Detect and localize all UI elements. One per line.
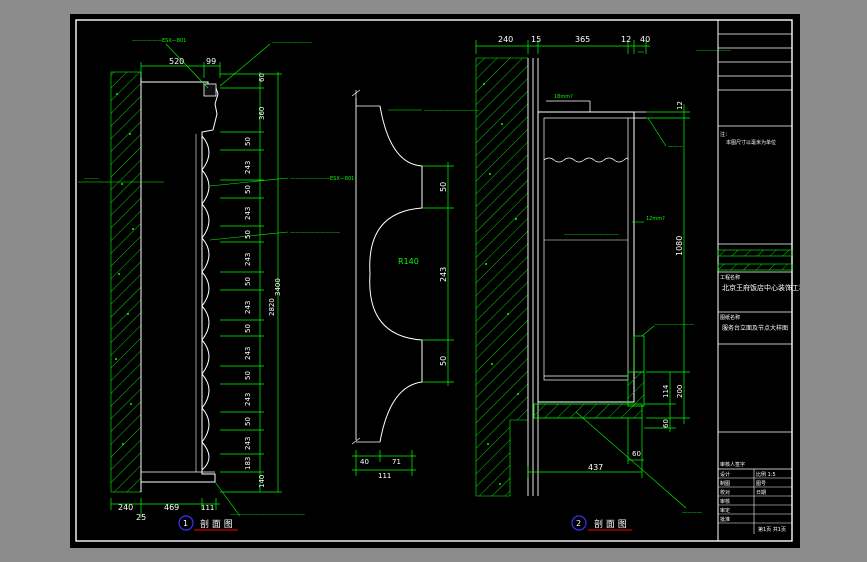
profile-dim-71: 71 — [392, 458, 401, 466]
view1-dim-99: 99 — [206, 57, 216, 66]
view1-number: 1 — [183, 519, 188, 528]
view1-section: ——————ESX—801 ———————— ——— ————————ESX—8… — [78, 38, 354, 531]
tb-drawing-name: 服务台立面及节点大样图 — [722, 324, 788, 332]
view2-section: 18mm? ——— ——————————— 12mm? ———————— ———… — [475, 35, 731, 531]
view1-dim-243-f: 243 — [244, 393, 252, 406]
view2-dim-40: 40 — [640, 35, 650, 44]
view2-dim-15: 15 — [531, 35, 541, 44]
view1-dim-25: 25 — [136, 513, 146, 522]
view2-callout-3: ——————————— — [564, 232, 619, 238]
profile-radius: R140 — [398, 257, 419, 266]
view2-number-circle — [571, 515, 587, 531]
tb-row-left: 审定 — [720, 507, 730, 514]
profile-callout: ——————————— — [424, 108, 479, 114]
tb-page: 第1页 共1页 — [758, 526, 786, 533]
view2-dim-240: 240 — [498, 35, 513, 44]
view1-wall — [110, 71, 142, 493]
view2-dim-437: 437 — [588, 463, 603, 472]
profile-dim-50b: 50 — [439, 356, 448, 366]
tb-green-band-2 — [717, 263, 793, 271]
view1-dim-50-g: 50 — [244, 417, 252, 426]
tb-row-left: 校对 — [720, 489, 730, 496]
tb-row-left: 审核 — [720, 498, 730, 505]
profile-curve — [369, 105, 423, 443]
profile-detail: ——————————— R140 50 243 50 40 71 111 — [351, 89, 479, 480]
view1-dim-243-g: 243 — [244, 437, 252, 450]
view2-callout-6: ———— — [682, 510, 702, 516]
view1-dim-60: 60 — [258, 73, 266, 82]
view1-callout-mid2: —————————— — [290, 230, 340, 236]
view1-callout-top1: ——————ESX—801 — [132, 38, 186, 44]
tb-project-name: 北京王府饭店中心装饰工程 — [722, 283, 800, 292]
view1-number-circle — [178, 515, 194, 531]
view1-dim-3400: 3400 — [274, 278, 282, 296]
drawing-sheet: ——————ESX—801 ———————— ——— ————————ESX—8… — [70, 14, 800, 548]
view2-cabinet — [537, 111, 635, 403]
view1-dim-2820: 2820 — [268, 298, 276, 316]
view1-dim-50-b: 50 — [244, 185, 252, 194]
view1-callout-mid1: ————————ESX—801 — [290, 176, 354, 182]
tb-row-right: 比例 1:5 — [756, 471, 776, 478]
view1-dim-469: 469 — [164, 503, 179, 512]
drawing-frame — [75, 19, 793, 542]
view2-dim-200: 200 — [676, 385, 684, 398]
view1-dim-183: 183 — [244, 457, 252, 470]
view2-dim-114: 114 — [662, 384, 670, 398]
title-block: 注： 本图尺寸以毫米为单位 工程名称 北京王府饭店中心装饰工程 图纸名称 服务台… — [717, 20, 800, 541]
tb-drawing-label: 图纸名称 — [720, 314, 740, 321]
view1-dim-240: 240 — [118, 503, 133, 512]
tb-row-left: 批准 — [720, 516, 730, 523]
tb-row-right: 日期 — [756, 490, 766, 496]
tb-project-label: 工程名称 — [720, 274, 740, 281]
view2-callout-7: ——————— — [696, 48, 731, 54]
profile-dim-111: 111 — [378, 472, 391, 480]
view2-dim-1080: 1080 — [675, 236, 684, 256]
view2-wave-line — [543, 157, 629, 163]
view2-callout-5: ———————— — [654, 322, 694, 328]
view1-dim-140: 140 — [258, 475, 266, 488]
view2-dim-60b: 60 — [632, 450, 641, 458]
view1-title: 剖 面 图 — [200, 518, 233, 530]
view2-number: 2 — [576, 519, 581, 528]
view1-dim-50-a: 50 — [244, 137, 252, 146]
view2-title: 剖 面 图 — [594, 518, 627, 530]
view1-dim-50-e: 50 — [244, 324, 252, 333]
view1-scallop-profile — [201, 135, 210, 471]
view2-base — [533, 403, 643, 419]
tb-green-band-1 — [717, 249, 793, 257]
view2-callout-2: ——— — [668, 144, 683, 150]
view1-right-dims — [220, 72, 282, 493]
view1-callout-top2: ———————— — [272, 40, 312, 46]
view1-dim-243-e: 243 — [244, 347, 252, 360]
view1-dim-520: 520 — [169, 57, 184, 66]
view2-dim-365: 365 — [575, 35, 590, 44]
tb-row-right: 图号 — [756, 481, 766, 487]
view1-dim-111: 111 — [201, 504, 214, 512]
view2-dim-60a: 60 — [662, 419, 670, 428]
view2-dim-12b: 12 — [676, 101, 684, 110]
view2-callout-1: 18mm? — [554, 94, 573, 100]
tb-sign-header: 审核人签字 — [720, 461, 745, 468]
view2-dim-12a: 12 — [621, 35, 631, 44]
view1-callout-bottom: ——————————————— — [230, 512, 305, 518]
view1-callout-left: ——— — [84, 176, 99, 182]
profile-dim-50a: 50 — [439, 182, 448, 192]
tb-note-text: 本图尺寸以毫米为单位 — [726, 139, 776, 146]
view1-dim-50-c: 50 — [244, 230, 252, 239]
tb-row-left: 制图 — [720, 480, 730, 487]
tb-row-left: 设计 — [720, 471, 730, 478]
view1-dim-360: 360 — [258, 107, 266, 120]
view1-dim-243-c: 243 — [244, 253, 252, 266]
view1-dim-243-a: 243 — [244, 161, 252, 174]
view1-dim-243-d: 243 — [244, 301, 252, 314]
cad-drawing: ——————ESX—801 ———————— ——— ————————ESX—8… — [75, 19, 800, 542]
profile-dim-40: 40 — [360, 458, 369, 466]
view2-callout-4: 12mm? — [646, 216, 665, 222]
view1-dim-243-b: 243 — [244, 207, 252, 220]
tb-note-label: 注： — [720, 131, 730, 138]
view1-dim-50-f: 50 — [244, 371, 252, 380]
profile-dim-243: 243 — [439, 267, 448, 282]
view1-dim-50-d: 50 — [244, 277, 252, 286]
